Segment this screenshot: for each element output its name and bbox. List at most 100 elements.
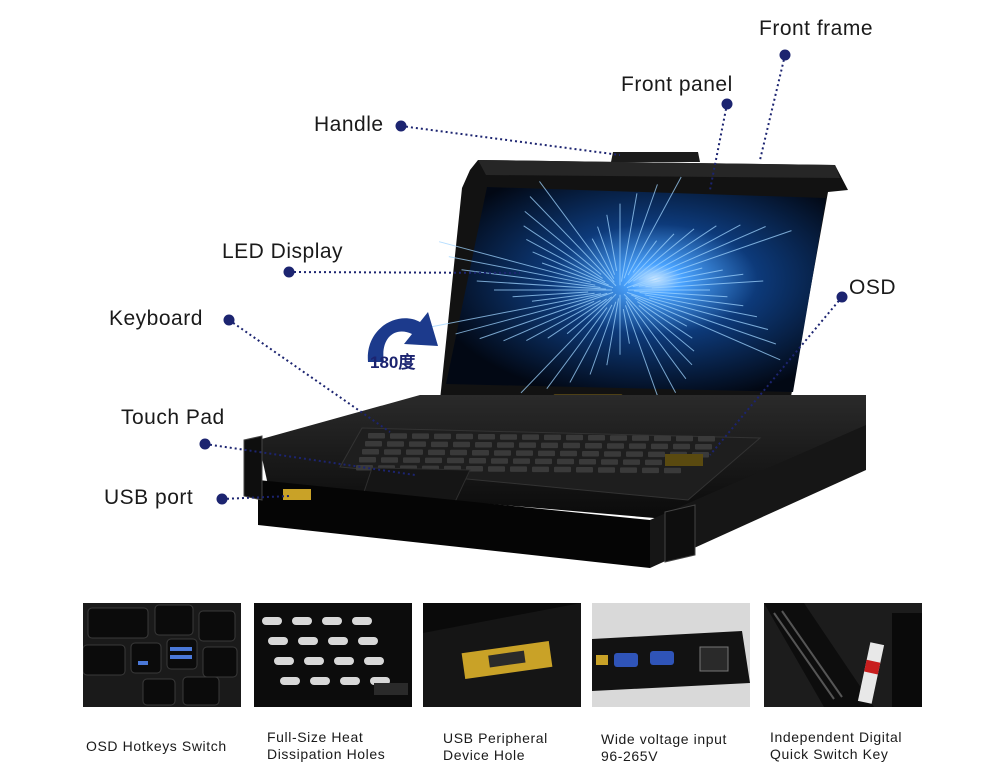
ray [634, 297, 688, 327]
key [554, 466, 571, 473]
key [513, 458, 530, 464]
starburst-rays [431, 176, 792, 407]
ray [479, 291, 614, 340]
key [623, 459, 640, 465]
front-panel [478, 160, 840, 178]
feature-caption-voltage: Wide voltage input 96-265V [601, 731, 727, 764]
ray [651, 280, 764, 289]
vent-hole [328, 637, 348, 645]
key [450, 449, 467, 456]
vent-hole [304, 657, 324, 665]
ray [623, 184, 658, 279]
ray [529, 196, 617, 287]
callout-front-frame: Front frame [759, 17, 874, 40]
ray [526, 299, 601, 342]
key [654, 435, 671, 442]
osd-buttons [665, 454, 703, 466]
key [557, 458, 574, 465]
key [642, 467, 659, 474]
key [538, 450, 555, 457]
ray [627, 176, 682, 276]
ray [624, 305, 662, 407]
callout-handle: Handle [314, 113, 384, 136]
ray [625, 297, 687, 380]
key [582, 451, 599, 457]
ray [547, 298, 607, 339]
vent-hole [334, 657, 354, 665]
feature-caption-vent-holes: Full-Size Heat Dissipation Holes [267, 729, 386, 762]
key [604, 451, 621, 457]
ray [627, 228, 695, 284]
key [362, 449, 379, 455]
key [447, 457, 464, 464]
feature-thumb-osd-hotkeys [83, 603, 241, 707]
ray [632, 267, 703, 288]
leader-dots [199, 49, 848, 505]
rack-ear-left [243, 435, 263, 501]
ray [639, 224, 741, 281]
key [620, 467, 637, 473]
ray [638, 269, 723, 287]
ray [637, 301, 693, 339]
key [576, 467, 593, 473]
ray [455, 292, 608, 335]
key [381, 457, 398, 463]
ray [633, 290, 728, 298]
ray [622, 309, 630, 344]
ray [546, 307, 608, 389]
callout-usb-port: USB port [104, 486, 194, 509]
keyboard-closeup-icon [83, 603, 241, 707]
key [497, 442, 514, 448]
vent-hole [292, 617, 312, 625]
feature-caption-osd-hotkeys: OSD Hotkeys Switch [86, 738, 227, 754]
ray [645, 226, 766, 280]
key [632, 435, 649, 441]
key [519, 442, 536, 448]
callout-front-panel: Front panel [621, 73, 733, 96]
key [601, 459, 618, 465]
ray [626, 291, 777, 345]
key [535, 458, 552, 465]
key [541, 442, 558, 449]
ray [606, 214, 618, 271]
key [431, 441, 448, 448]
ray [623, 233, 675, 287]
chassis-side [650, 425, 866, 568]
feature-caption-switch-key: Independent Digital Quick Switch Key [770, 729, 903, 762]
key [588, 435, 605, 441]
ray [503, 300, 595, 342]
rack-ear-right [664, 504, 696, 563]
ray [532, 251, 609, 286]
ray [512, 291, 589, 298]
key [403, 457, 420, 463]
vent-holes-icon [254, 603, 412, 707]
key [409, 441, 426, 447]
usb-port-icon [423, 603, 581, 707]
key [648, 451, 665, 458]
vent-hole [364, 657, 384, 665]
rear-ports-icon [592, 603, 750, 707]
ray [632, 240, 658, 273]
key [651, 443, 668, 450]
key [384, 449, 401, 455]
callout-osd: OSD [849, 276, 897, 299]
ray [623, 293, 693, 366]
ray [448, 256, 596, 286]
ray [541, 262, 614, 289]
key [607, 443, 624, 449]
vent-hole [298, 637, 318, 645]
ray [526, 238, 606, 283]
key [698, 436, 715, 442]
key [488, 466, 505, 472]
key [673, 443, 690, 450]
ray [631, 294, 781, 361]
key [456, 433, 473, 440]
key [664, 467, 681, 474]
ray [531, 292, 595, 302]
key [425, 457, 442, 464]
key [560, 450, 577, 457]
ray [539, 181, 615, 283]
key [491, 458, 508, 464]
vent-hole [274, 657, 294, 665]
key [626, 451, 643, 457]
